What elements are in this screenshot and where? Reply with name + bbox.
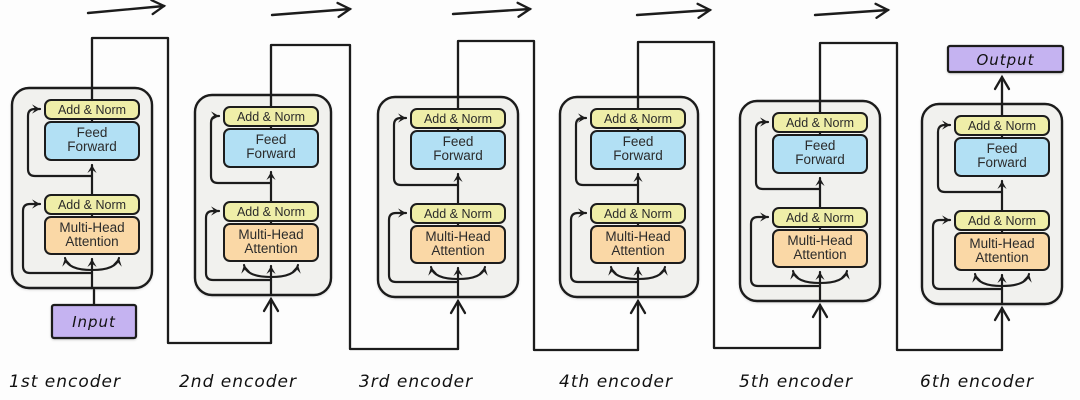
multi-head-attention-block (590, 225, 686, 264)
encoder-connection-wire (90, 36, 273, 345)
residual-loop-lower (569, 208, 640, 284)
multi-head-attention-block (44, 216, 140, 255)
feed-forward-block (590, 130, 686, 170)
residual-loop-lower (749, 212, 822, 288)
attention-branch-arrow-right (456, 265, 488, 281)
flow-arrow-icon (86, 0, 167, 16)
feed-forward-block (410, 130, 506, 170)
output-block (946, 44, 1065, 74)
multi-head-attention-block (410, 225, 506, 264)
attention-branch-arrow-right (818, 269, 850, 285)
encoder-connection-wire (269, 43, 460, 351)
feed-forward-block (954, 137, 1050, 177)
residual-loop-upper (754, 117, 822, 191)
encoder-connection-wire (456, 39, 640, 352)
attention-branch-arrow-right (269, 263, 301, 279)
encoder-label: 6th encoder (920, 372, 1034, 392)
add-norm-block (44, 99, 140, 120)
residual-loop-lower (204, 206, 273, 282)
attention-branch-arrow-left (790, 269, 822, 285)
add-norm-block (772, 207, 868, 228)
residual-loop-upper (574, 113, 640, 187)
add-norm-block (954, 115, 1050, 136)
flow-arrow-icon (270, 1, 353, 19)
encoder-label: 4th encoder (559, 372, 673, 392)
multi-head-attention-block (954, 232, 1050, 271)
residual-loop-upper (936, 120, 1004, 194)
attention-branch-arrow-left (972, 272, 1004, 288)
add-norm-block (223, 106, 319, 127)
attention-branch-arrow-left (241, 263, 273, 279)
residual-loop-upper (209, 111, 273, 185)
attention-branch-arrow-left (608, 265, 640, 281)
add-norm-block (772, 112, 868, 133)
encoder-label: 1st encoder (9, 372, 121, 392)
attention-branch-arrow-right (636, 265, 668, 281)
feed-forward-block (223, 128, 319, 168)
add-norm-block (410, 108, 506, 129)
encoder-label: 3rd encoder (359, 372, 473, 392)
flow-arrow-icon (813, 2, 891, 19)
attention-branch-arrow-left (62, 256, 94, 272)
encoder-label: 5th encoder (739, 372, 853, 392)
residual-loop-lower (931, 215, 1004, 291)
encoder-connection-wire (818, 41, 1004, 352)
add-norm-block (223, 201, 319, 222)
add-norm-block (590, 108, 686, 129)
residual-loop-upper (26, 104, 94, 178)
add-norm-block (590, 203, 686, 224)
add-norm-block (410, 203, 506, 224)
feed-forward-block (44, 121, 140, 161)
feed-forward-block (772, 134, 868, 174)
encoder-connection-wire (636, 40, 822, 350)
attention-branch-arrow-right (1000, 272, 1032, 288)
flow-arrow-icon (451, 1, 533, 18)
input-block (50, 303, 138, 340)
encoder-label: 2nd encoder (179, 372, 297, 392)
attention-branch-arrow-left (428, 265, 460, 281)
residual-loop-lower (387, 208, 460, 284)
multi-head-attention-block (223, 223, 319, 262)
multi-head-attention-block (772, 229, 868, 268)
flow-arrow-icon (635, 2, 713, 19)
add-norm-block (44, 194, 140, 215)
residual-loop-lower (21, 199, 94, 275)
residual-loop-upper (392, 113, 460, 187)
add-norm-block (954, 210, 1050, 231)
attention-branch-arrow-right (90, 256, 122, 272)
